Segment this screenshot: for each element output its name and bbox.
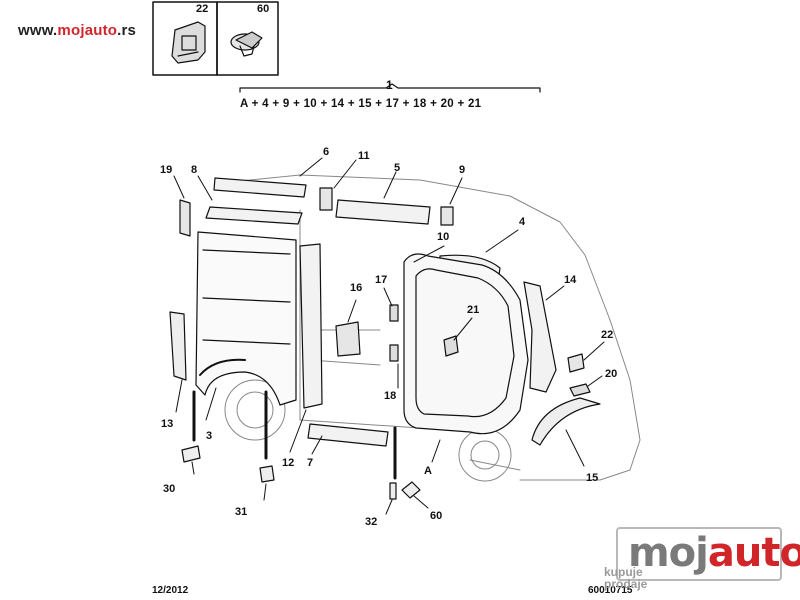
- leader-lines: [173, 157, 605, 515]
- footer-code: 60010715: [588, 585, 633, 596]
- callout-32: 32: [365, 516, 378, 528]
- part-13-quarter: [169, 311, 187, 381]
- callout-14: 14: [564, 274, 577, 286]
- part-15-wheel-arch: [531, 397, 601, 446]
- part-14-front-pillar: [523, 281, 557, 393]
- inset-box-60: [216, 1, 279, 76]
- callout-4: 4: [519, 216, 526, 228]
- callout-11: 11: [358, 150, 370, 162]
- part-a-door-frame: [403, 253, 529, 435]
- callout-15: 15: [586, 472, 599, 484]
- assembly-number: 1: [386, 78, 393, 92]
- callout-8: 8: [191, 164, 198, 176]
- part-31-patch: [259, 465, 275, 483]
- callout-22: 22: [601, 329, 614, 341]
- part-16-lock-bracket: [335, 321, 361, 357]
- callout-10: 10: [437, 231, 450, 243]
- callout-20: 20: [605, 368, 618, 380]
- callout-9: 9: [459, 164, 466, 176]
- part-22-clip: [567, 353, 585, 373]
- part-8-header-rail: [205, 206, 303, 225]
- side-panel: [195, 231, 297, 406]
- part-11-reinforcement: [319, 187, 333, 211]
- callout-30: 30: [163, 483, 176, 495]
- callout-19: 19: [160, 164, 173, 176]
- inset-label-22: 22: [196, 3, 209, 15]
- part-3-arch: [199, 358, 246, 376]
- callout-13: 13: [161, 418, 174, 430]
- callout-17: 17: [375, 274, 388, 286]
- part-17-clip: [389, 304, 399, 322]
- clip-bracket-icon: [171, 21, 206, 64]
- callout-a: A: [424, 465, 432, 477]
- part-32-strip: [389, 482, 397, 500]
- callout-6: 6: [323, 146, 330, 158]
- part-9-bracket: [440, 206, 454, 226]
- callout-3: 3: [206, 430, 213, 442]
- callout-60: 60: [430, 510, 443, 522]
- callout-31: 31: [235, 506, 248, 518]
- assembly-formula: A + 4 + 9 + 10 + 14 + 15 + 17 + 18 + 20 …: [240, 98, 482, 110]
- part-60-rivet: [401, 481, 421, 499]
- part-20-bracket: [569, 383, 591, 397]
- part-12-b-pillar: [299, 243, 323, 409]
- push-rivet-icon: [230, 31, 263, 57]
- inset-label-60: 60: [257, 3, 270, 15]
- assembly-bracket: [239, 83, 541, 93]
- watermark-logo-frame: [616, 527, 782, 581]
- part-21-bracket: [443, 335, 459, 357]
- part-7-sill: [307, 423, 389, 447]
- callout-18: 18: [384, 390, 397, 402]
- watermark-logo-sub: kupuje prodaje: [604, 565, 648, 591]
- callout-7: 7: [307, 457, 314, 469]
- watermark-url: www.mojauto.rs: [18, 22, 137, 39]
- part-5-roof-rail: [335, 199, 431, 225]
- callout-21: 21: [467, 304, 480, 316]
- part-19-bracket: [179, 199, 191, 237]
- callout-12: 12: [282, 457, 295, 469]
- callout-5: 5: [394, 162, 401, 174]
- watermark-logo: mojauto: [628, 530, 800, 576]
- footer-date: 12/2012: [152, 585, 189, 596]
- callout-16: 16: [350, 282, 363, 294]
- part-18-clip: [389, 344, 399, 362]
- part-6-roof-rail: [213, 177, 307, 198]
- part-30-patch: [181, 445, 201, 463]
